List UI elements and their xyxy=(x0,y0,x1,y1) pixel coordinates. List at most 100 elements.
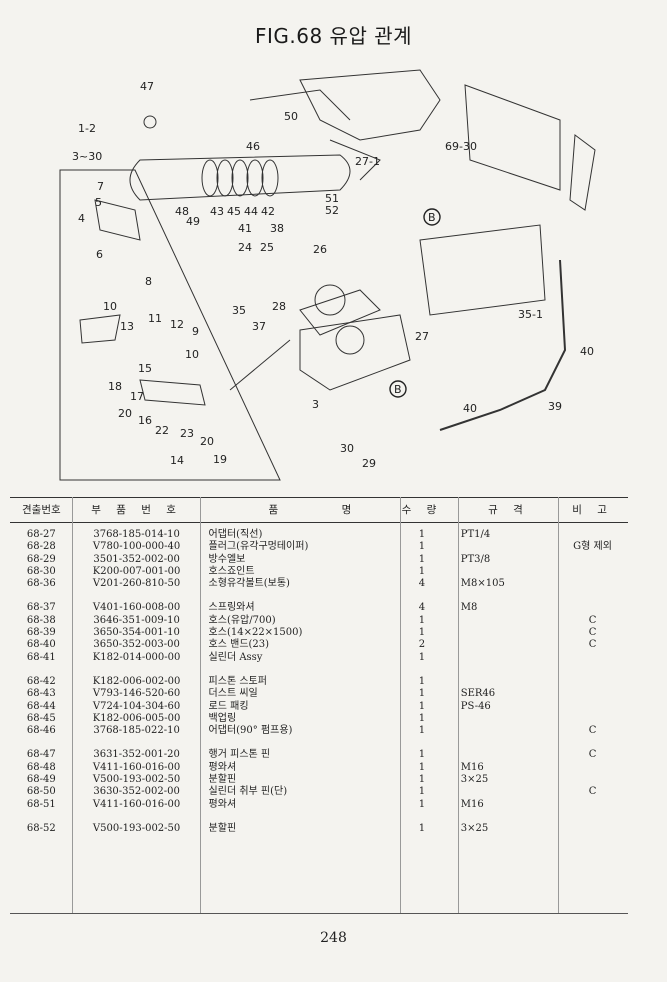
callout-50: 50 xyxy=(284,110,298,123)
column-divider xyxy=(72,497,73,913)
part-no-cell: V411-160-016-00 xyxy=(92,761,181,773)
part-no-cell: V724-104-304-60 xyxy=(92,700,181,712)
part-name-cell: 방수엘보 xyxy=(208,553,246,565)
header-name: 품 명 xyxy=(200,497,394,523)
inset-callout-23: 23 xyxy=(180,427,194,440)
quantity-cell: 1 xyxy=(418,627,426,639)
valve-solenoid xyxy=(314,284,346,316)
hose-line xyxy=(439,259,567,431)
part-name-cell: 실린더 취부 핀(단) xyxy=(208,786,288,798)
part-no-cell: 3630-352-002-00 xyxy=(93,786,180,798)
part-name-cell: 평와셔 xyxy=(208,798,237,810)
quantity-cell: 1 xyxy=(418,822,426,834)
inset-callout-18: 18 xyxy=(108,380,122,393)
note-cell xyxy=(557,578,628,590)
marker-b-circle-1 xyxy=(423,208,441,226)
callout-43: 43 xyxy=(210,205,224,218)
inset-part-c xyxy=(139,379,206,406)
part-name-cell: 행거 피스톤 핀 xyxy=(208,749,271,761)
inset-callout-5: 5 xyxy=(95,196,102,209)
group-spacer xyxy=(10,737,628,749)
ref-no-cell: 68-40 xyxy=(26,639,56,651)
spec-cell xyxy=(451,541,557,553)
part-name-cell: 어댑터(직선) xyxy=(208,529,263,540)
callout-39: 39 xyxy=(548,400,562,413)
note-cell xyxy=(557,676,628,688)
callout-49: 49 xyxy=(186,215,200,228)
ref-no-cell: 68-29 xyxy=(26,553,56,565)
quantity-cell: 1 xyxy=(418,725,426,737)
part-no-cell: V201-260-810-50 xyxy=(92,578,181,590)
ref-no-cell: 68-45 xyxy=(26,712,56,724)
callout-29: 29 xyxy=(362,457,376,470)
note-cell: C xyxy=(588,725,597,737)
spec-cell xyxy=(451,749,557,761)
inset-callout-7: 7 xyxy=(97,180,104,193)
note-cell xyxy=(557,523,628,542)
ref-no-cell: 68-41 xyxy=(26,651,56,663)
ref-no-cell: 68-52 xyxy=(26,822,56,834)
part-no-cell: 3631-352-001-20 xyxy=(93,749,180,761)
header-note: 비 고 xyxy=(557,497,628,523)
valve-solenoid-2 xyxy=(335,325,365,355)
spec-cell: PT3/8 xyxy=(460,553,491,565)
callout-35: 35 xyxy=(232,304,246,317)
part-no-cell: K200-007-001-00 xyxy=(92,565,181,577)
cylinder-ring-4 xyxy=(246,159,264,197)
callout-40-lower: 40 xyxy=(463,402,477,415)
callout-37: 37 xyxy=(252,320,266,333)
spec-cell xyxy=(451,676,557,688)
quantity-cell: 1 xyxy=(418,712,426,724)
inset-callout-13: 13 xyxy=(120,320,134,333)
inset-callout-10a: 10 xyxy=(103,300,117,313)
inset-pointer xyxy=(229,339,291,391)
ref-no-cell: 68-50 xyxy=(26,786,56,798)
part-no-cell: V411-160-016-00 xyxy=(92,798,181,810)
quantity-cell: 2 xyxy=(418,639,426,651)
callout-27: 27 xyxy=(415,330,429,343)
quantity-cell: 1 xyxy=(418,553,426,565)
part-no-cell: V793-146-520-60 xyxy=(92,688,181,700)
header-name-a: 품 xyxy=(268,503,279,516)
spec-cell: PT1/4 xyxy=(460,529,491,540)
note-cell: C xyxy=(588,639,597,651)
inset-callout-12: 12 xyxy=(170,318,184,331)
callout-45: 45 xyxy=(227,205,241,218)
spec-cell xyxy=(451,639,557,651)
lever xyxy=(569,134,596,211)
note-cell xyxy=(557,566,628,578)
part-name-cell: 평와셔 xyxy=(208,761,237,773)
note-cell xyxy=(557,713,628,725)
note-cell: C xyxy=(588,749,597,761)
quantity-cell: 1 xyxy=(418,541,426,553)
inset-callout-15: 15 xyxy=(138,362,152,375)
part-name-cell: 스프링와셔 xyxy=(208,602,255,614)
quantity-cell: 1 xyxy=(418,529,426,540)
callout-1-2: 1-2 xyxy=(78,122,96,135)
quantity-cell: 1 xyxy=(418,749,426,761)
table-bottom-rule xyxy=(10,913,628,914)
part-name-cell: 어댑터(90° 펌프용) xyxy=(208,725,293,737)
spec-cell xyxy=(451,713,557,725)
callout-27-1: 27-1 xyxy=(355,155,380,168)
part-no-cell: V500-193-002-50 xyxy=(92,822,181,834)
spec-cell: 3×25 xyxy=(460,774,489,786)
quantity-cell: 1 xyxy=(418,774,426,786)
ref-no-cell: 68-30 xyxy=(26,565,56,577)
callout-38: 38 xyxy=(270,222,284,235)
note-cell xyxy=(557,762,628,774)
column-divider xyxy=(458,497,459,913)
quantity-cell: 1 xyxy=(418,565,426,577)
page-number: 248 xyxy=(320,930,347,946)
note-cell xyxy=(557,774,628,786)
